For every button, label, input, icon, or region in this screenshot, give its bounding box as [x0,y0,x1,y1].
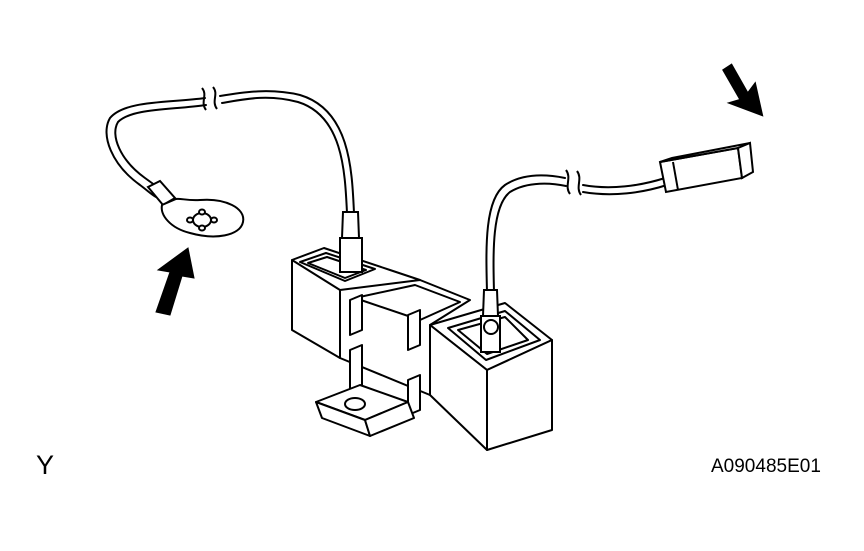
ring-terminal-icon [148,181,243,236]
ground-wire-break-mark [202,87,217,110]
ground-wire [107,91,354,213]
connector-icon [660,143,753,192]
connector-wire [486,175,667,292]
figure-id: A090485E01 [711,456,821,477]
resistor-terminal-left [340,212,362,272]
connector-wire-break-mark [566,170,581,195]
arrow-icon [717,63,769,116]
mounting-bracket [316,385,414,436]
resistor-terminal-right [481,290,500,352]
view-label: Y [36,450,55,480]
arrow-icon [156,248,194,315]
